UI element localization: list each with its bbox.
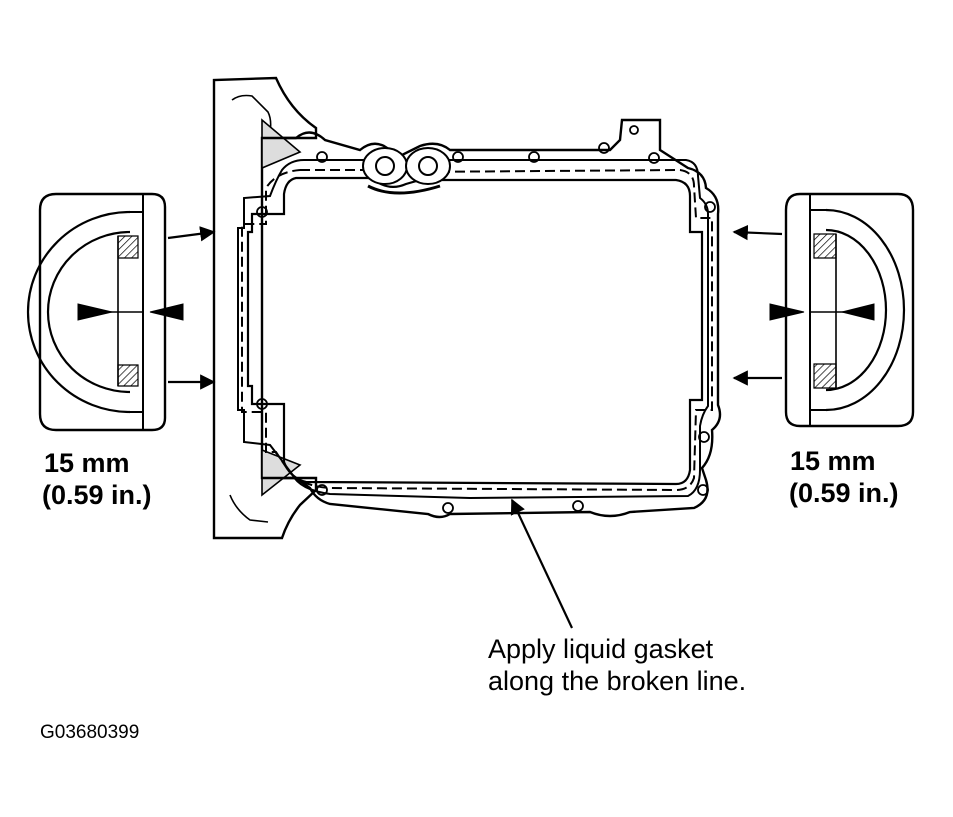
dimension-arrow-right bbox=[149, 303, 184, 321]
gasket-note-line-1: Apply liquid gasket bbox=[488, 634, 714, 664]
dimension-arrow-left bbox=[769, 303, 805, 321]
oil-pan-body bbox=[212, 76, 722, 540]
left-dimension-mm: 15 mm bbox=[44, 448, 130, 478]
right-detail-inset bbox=[769, 192, 915, 428]
dimension-arrow-right bbox=[841, 303, 875, 321]
figure-code: G03680399 bbox=[40, 722, 140, 743]
right-dimension-mm: 15 mm bbox=[790, 446, 876, 476]
leader-arrows bbox=[167, 224, 783, 629]
left-dimension-in: (0.59 in.) bbox=[42, 480, 152, 510]
dimension-arrow-left bbox=[77, 303, 113, 321]
gasket-note-line-2: along the broken line. bbox=[488, 666, 747, 696]
left-detail-inset bbox=[26, 192, 184, 432]
right-dimension-in: (0.59 in.) bbox=[789, 478, 899, 508]
